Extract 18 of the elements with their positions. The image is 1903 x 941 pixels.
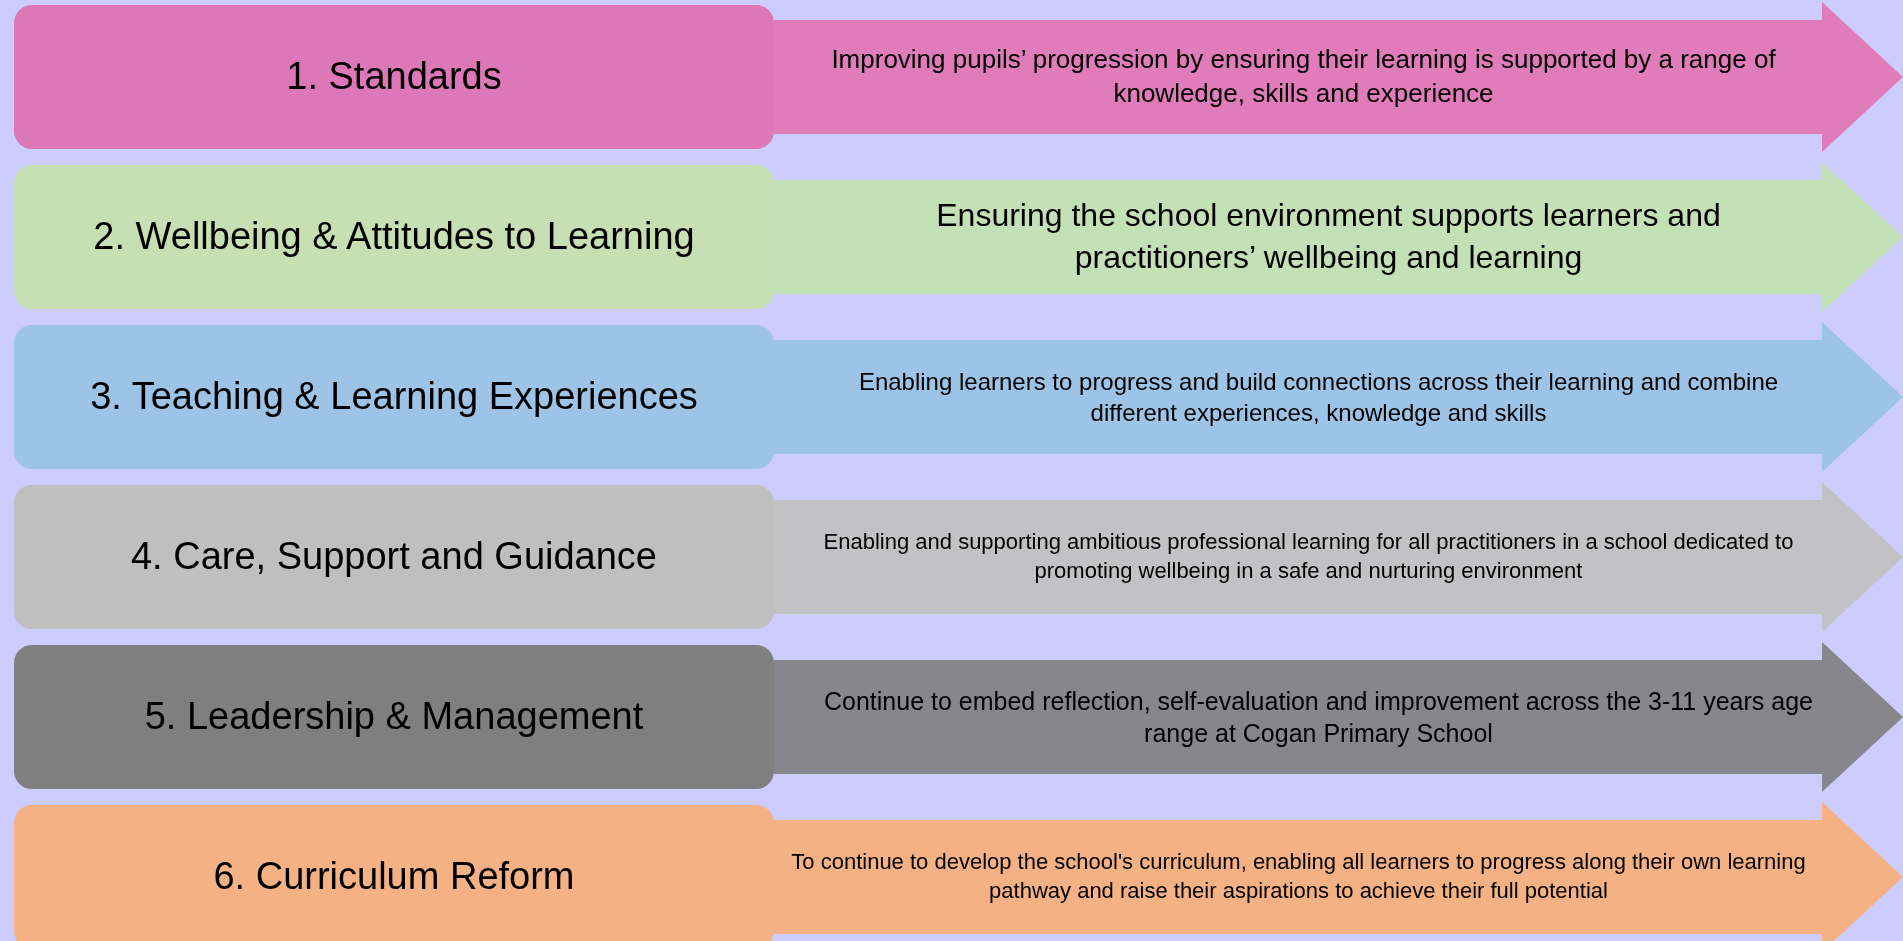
- description-text: Enabling and supporting ambitious professional learning for all practitioners in a school dedicated to promoting wellbeing in a safe and nurturing environment: [822, 528, 1795, 585]
- arrow-shape: [774, 2, 1903, 152]
- category-box: 5. Leadership & Management: [14, 645, 774, 789]
- category-box: 2. Wellbeing & Attitudes to Learning: [14, 165, 774, 309]
- description-text: To continue to develop the school's curriculum, enabling all learners to progress along their own learning pathway and raise their aspirations to achieve their full potential: [790, 848, 1807, 905]
- description-text: Ensuring the school environment supports learners and practitioners’ wellbeing and learning: [935, 196, 1722, 277]
- category-box: 1. Standards: [14, 5, 774, 149]
- category-box: 4. Care, Support and Guidance: [14, 485, 774, 629]
- category-box: 6. Curriculum Reform: [14, 805, 774, 941]
- arrow-shape: [774, 802, 1903, 941]
- arrow-shape: [774, 482, 1903, 632]
- category-box: 3. Teaching & Learning Experiences: [14, 325, 774, 469]
- description-text: Continue to embed reflection, self-evaluation and improvement across the 3-11 years age range at Cogan Primary School: [824, 685, 1813, 749]
- arrow-shape: [774, 642, 1903, 792]
- description-text: Enabling learners to progress and build connections across their learning and combine different experiences, knowledge and skills: [857, 366, 1780, 428]
- arrow-shape: [774, 162, 1903, 312]
- description-text: Improving pupils’ progression by ensuring their learning is supported by a range of knowledge, skills and experience: [830, 43, 1777, 110]
- arrow-shape: [774, 322, 1903, 472]
